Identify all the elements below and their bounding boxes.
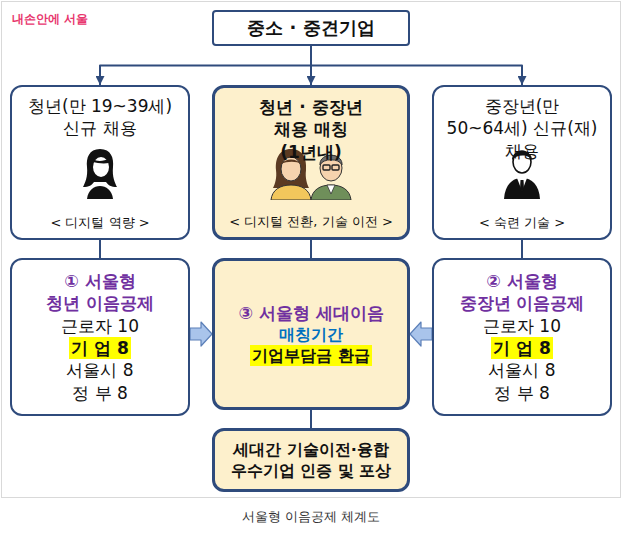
box-title: 청년(만 19~39세) 신규 채용 [27,95,173,140]
box-note: < 디지털 전환, 기술 이전 > [229,213,393,230]
block-arrow [410,322,432,346]
watermark: 내손안에 서울 [12,11,88,28]
box-note: < 디지털 역량 > [50,214,149,231]
fund-title: ③ 서울형 세대이음 [238,302,383,324]
fund-box: ③ 서울형 세대이음매칭기간기업부담금 환급 [212,258,410,410]
matching-box: 청년 · 중장년 채용 매칭(1년내) < 디지털 전환, 기술 이전 > [212,85,410,240]
frame-border [2,2,621,498]
fund-box: ① 서울형 청년 이음공제근로자 10기 업 8서울시 8정 부 8 [10,258,190,416]
share-row: 정 부 8 [72,382,128,404]
share-row: 서울시 8 [488,359,555,381]
connector [521,240,523,258]
connector [311,46,522,85]
hiring-box: 청년(만 19~39세) 신규 채용 < 디지털 역량 > [10,85,190,240]
share-row: 정 부 8 [494,382,550,404]
box-title: 중소 · 중견기업 [247,16,374,40]
share-row: 근로자 10 [61,315,139,337]
box-title: 청년 · 중장년 채용 매칭(1년내) [244,96,378,163]
box-title: 중장년(만 50~64세) 신규(재) 채용 [442,95,602,162]
connector [310,410,312,428]
award-box: 세대간 기술이전·융합 우수기업 인증 및 포상 [212,428,410,492]
company-box: 중소 · 중견기업 [212,10,410,46]
share-row: 근로자 10 [483,315,561,337]
fund-box: ② 서울형 중장년 이음공제근로자 10기 업 8서울시 8정 부 8 [432,258,612,416]
caption: 서울형 이음공제 체계도 [0,508,622,526]
block-arrow [190,322,212,346]
share-row: 서울시 8 [66,359,133,381]
share-row: 기 업 8 [69,337,131,359]
connector [100,46,311,85]
connector [310,240,312,258]
woman-icon [77,145,123,199]
fund-title: ② 서울형 중장년 이음공제 [459,270,586,315]
fund-line: 기업부담금 환급 [250,345,372,366]
box-note: < 숙련 기술 > [479,214,565,231]
connector [99,240,101,258]
box-title: 세대간 기술이전·융합 우수기업 인증 및 포상 [227,439,395,481]
hiring-box: 중장년(만 50~64세) 신규(재) 채용 < 숙련 기술 > [432,85,612,240]
fund-line: 매칭기간 [279,324,343,345]
share-row: 기 업 8 [491,337,553,359]
fund-title: ① 서울형 청년 이음공제 [46,270,155,315]
